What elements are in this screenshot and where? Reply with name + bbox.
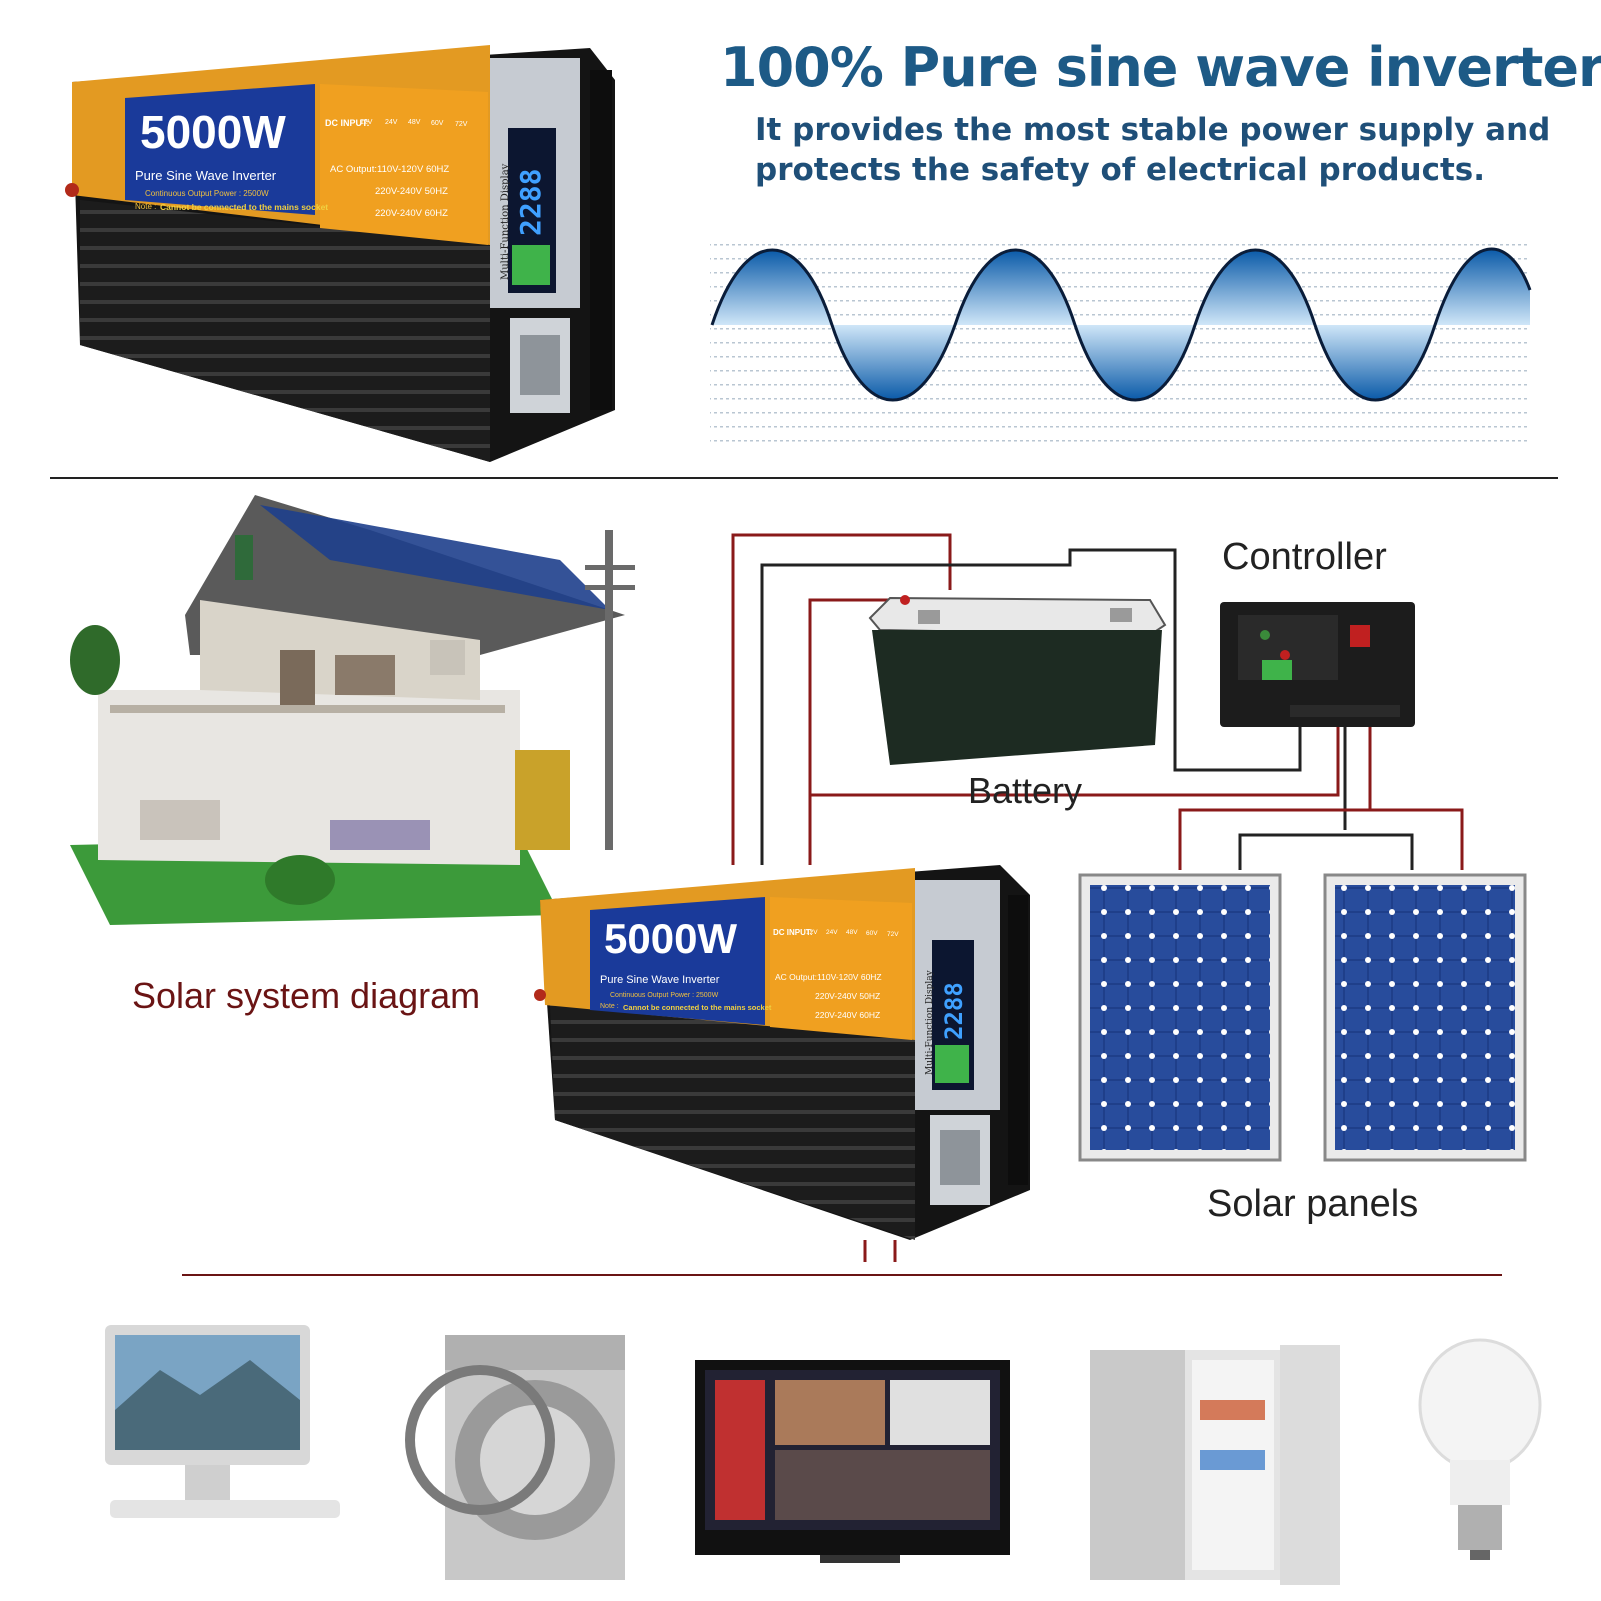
- controller-illustration: [1220, 602, 1415, 727]
- top-dc-voltages: 12V 24V 48V 60V 72V: [360, 119, 468, 128]
- top-ac-output-2: 220V-240V 50HZ: [375, 186, 448, 197]
- solar-diagram-label: Solar system diagram: [132, 975, 481, 1016]
- bottom-dc-12v: 12V: [806, 929, 818, 936]
- top-continuous: Continuous Output Power : 2500W: [145, 189, 269, 198]
- top-dc-72v: 72V: [455, 121, 468, 128]
- bottom-ac-output-2: 220V-240V 50HZ: [815, 991, 880, 1001]
- top-dc-input-label: DC INPUT:: [325, 118, 370, 128]
- top-note: Cannot be connected to the mains socket: [160, 202, 328, 212]
- top-dc-60v: 60V: [431, 120, 444, 127]
- subline-2: protects the safety of electrical produc…: [755, 152, 1485, 188]
- washing-machine-illustration: [405, 1335, 625, 1580]
- bottom-dc-60v: 60V: [866, 930, 878, 937]
- controller-label: Controller: [1222, 536, 1387, 578]
- bottom-ac-output-1: AC Output:110V-120V 60HZ: [775, 972, 882, 982]
- bottom-dc-input-label: DC INPUT:: [773, 928, 813, 937]
- bottom-wattage: 5000W: [604, 915, 737, 962]
- solar-panels-illustration: [1078, 873, 1527, 1162]
- inverter-bottom: [534, 865, 1030, 1240]
- battery-label: Battery: [968, 770, 1083, 811]
- top-note-label: Note :: [135, 202, 156, 211]
- bottom-dc-voltages: 12V 24V 48V 60V 72V: [806, 929, 899, 938]
- section-divider-bottom: [182, 1274, 1502, 1276]
- refrigerator-illustration: [1090, 1345, 1340, 1585]
- top-dc-12v: 12V: [360, 119, 373, 126]
- top-dc-24v: 24V: [385, 119, 398, 126]
- top-ac-output-3: 220V-240V 60HZ: [375, 208, 448, 219]
- bottom-model: Pure Sine Wave Inverter: [600, 974, 720, 986]
- top-display-title: Multi-Function Display: [500, 163, 511, 280]
- sine-wave-graphic: [710, 240, 1532, 445]
- bottom-display-value: 2288: [940, 982, 968, 1040]
- top-dc-48v: 48V: [408, 119, 421, 126]
- wiring: [731, 533, 1464, 1262]
- light-bulb-illustration: [1418, 1338, 1542, 1560]
- bottom-note-label: Note :: [600, 1003, 619, 1010]
- bottom-display-title: Multi-Function Display: [925, 969, 935, 1075]
- bottom-continuous: Continuous Output Power : 2500W: [610, 992, 719, 999]
- bottom-dc-72v: 72V: [887, 931, 899, 938]
- subline-1: It provides the most stable power supply…: [755, 112, 1551, 148]
- top-wattage: 5000W: [140, 106, 286, 158]
- inverter-top: [65, 45, 615, 462]
- house-illustration: [70, 495, 635, 925]
- bottom-note: Cannot be connected to the mains socket: [623, 1003, 772, 1012]
- top-display-value: 2288: [514, 169, 547, 236]
- top-ac-output-1: AC Output:110V-120V 60HZ: [330, 164, 449, 175]
- bottom-ac-output-3: 220V-240V 60HZ: [815, 1010, 880, 1020]
- bottom-dc-48v: 48V: [846, 929, 858, 936]
- television-illustration: [695, 1360, 1010, 1563]
- headline: 100% Pure sine wave inverter: [720, 36, 1601, 99]
- top-model: Pure Sine Wave Inverter: [135, 168, 277, 183]
- battery-illustration: [868, 595, 1167, 765]
- computer-monitor-illustration: [105, 1325, 340, 1518]
- section-divider-top: [50, 477, 1558, 479]
- bottom-dc-24v: 24V: [826, 929, 838, 936]
- subheadline: It provides the most stable power supply…: [755, 110, 1555, 190]
- solar-panels-label: Solar panels: [1207, 1183, 1419, 1225]
